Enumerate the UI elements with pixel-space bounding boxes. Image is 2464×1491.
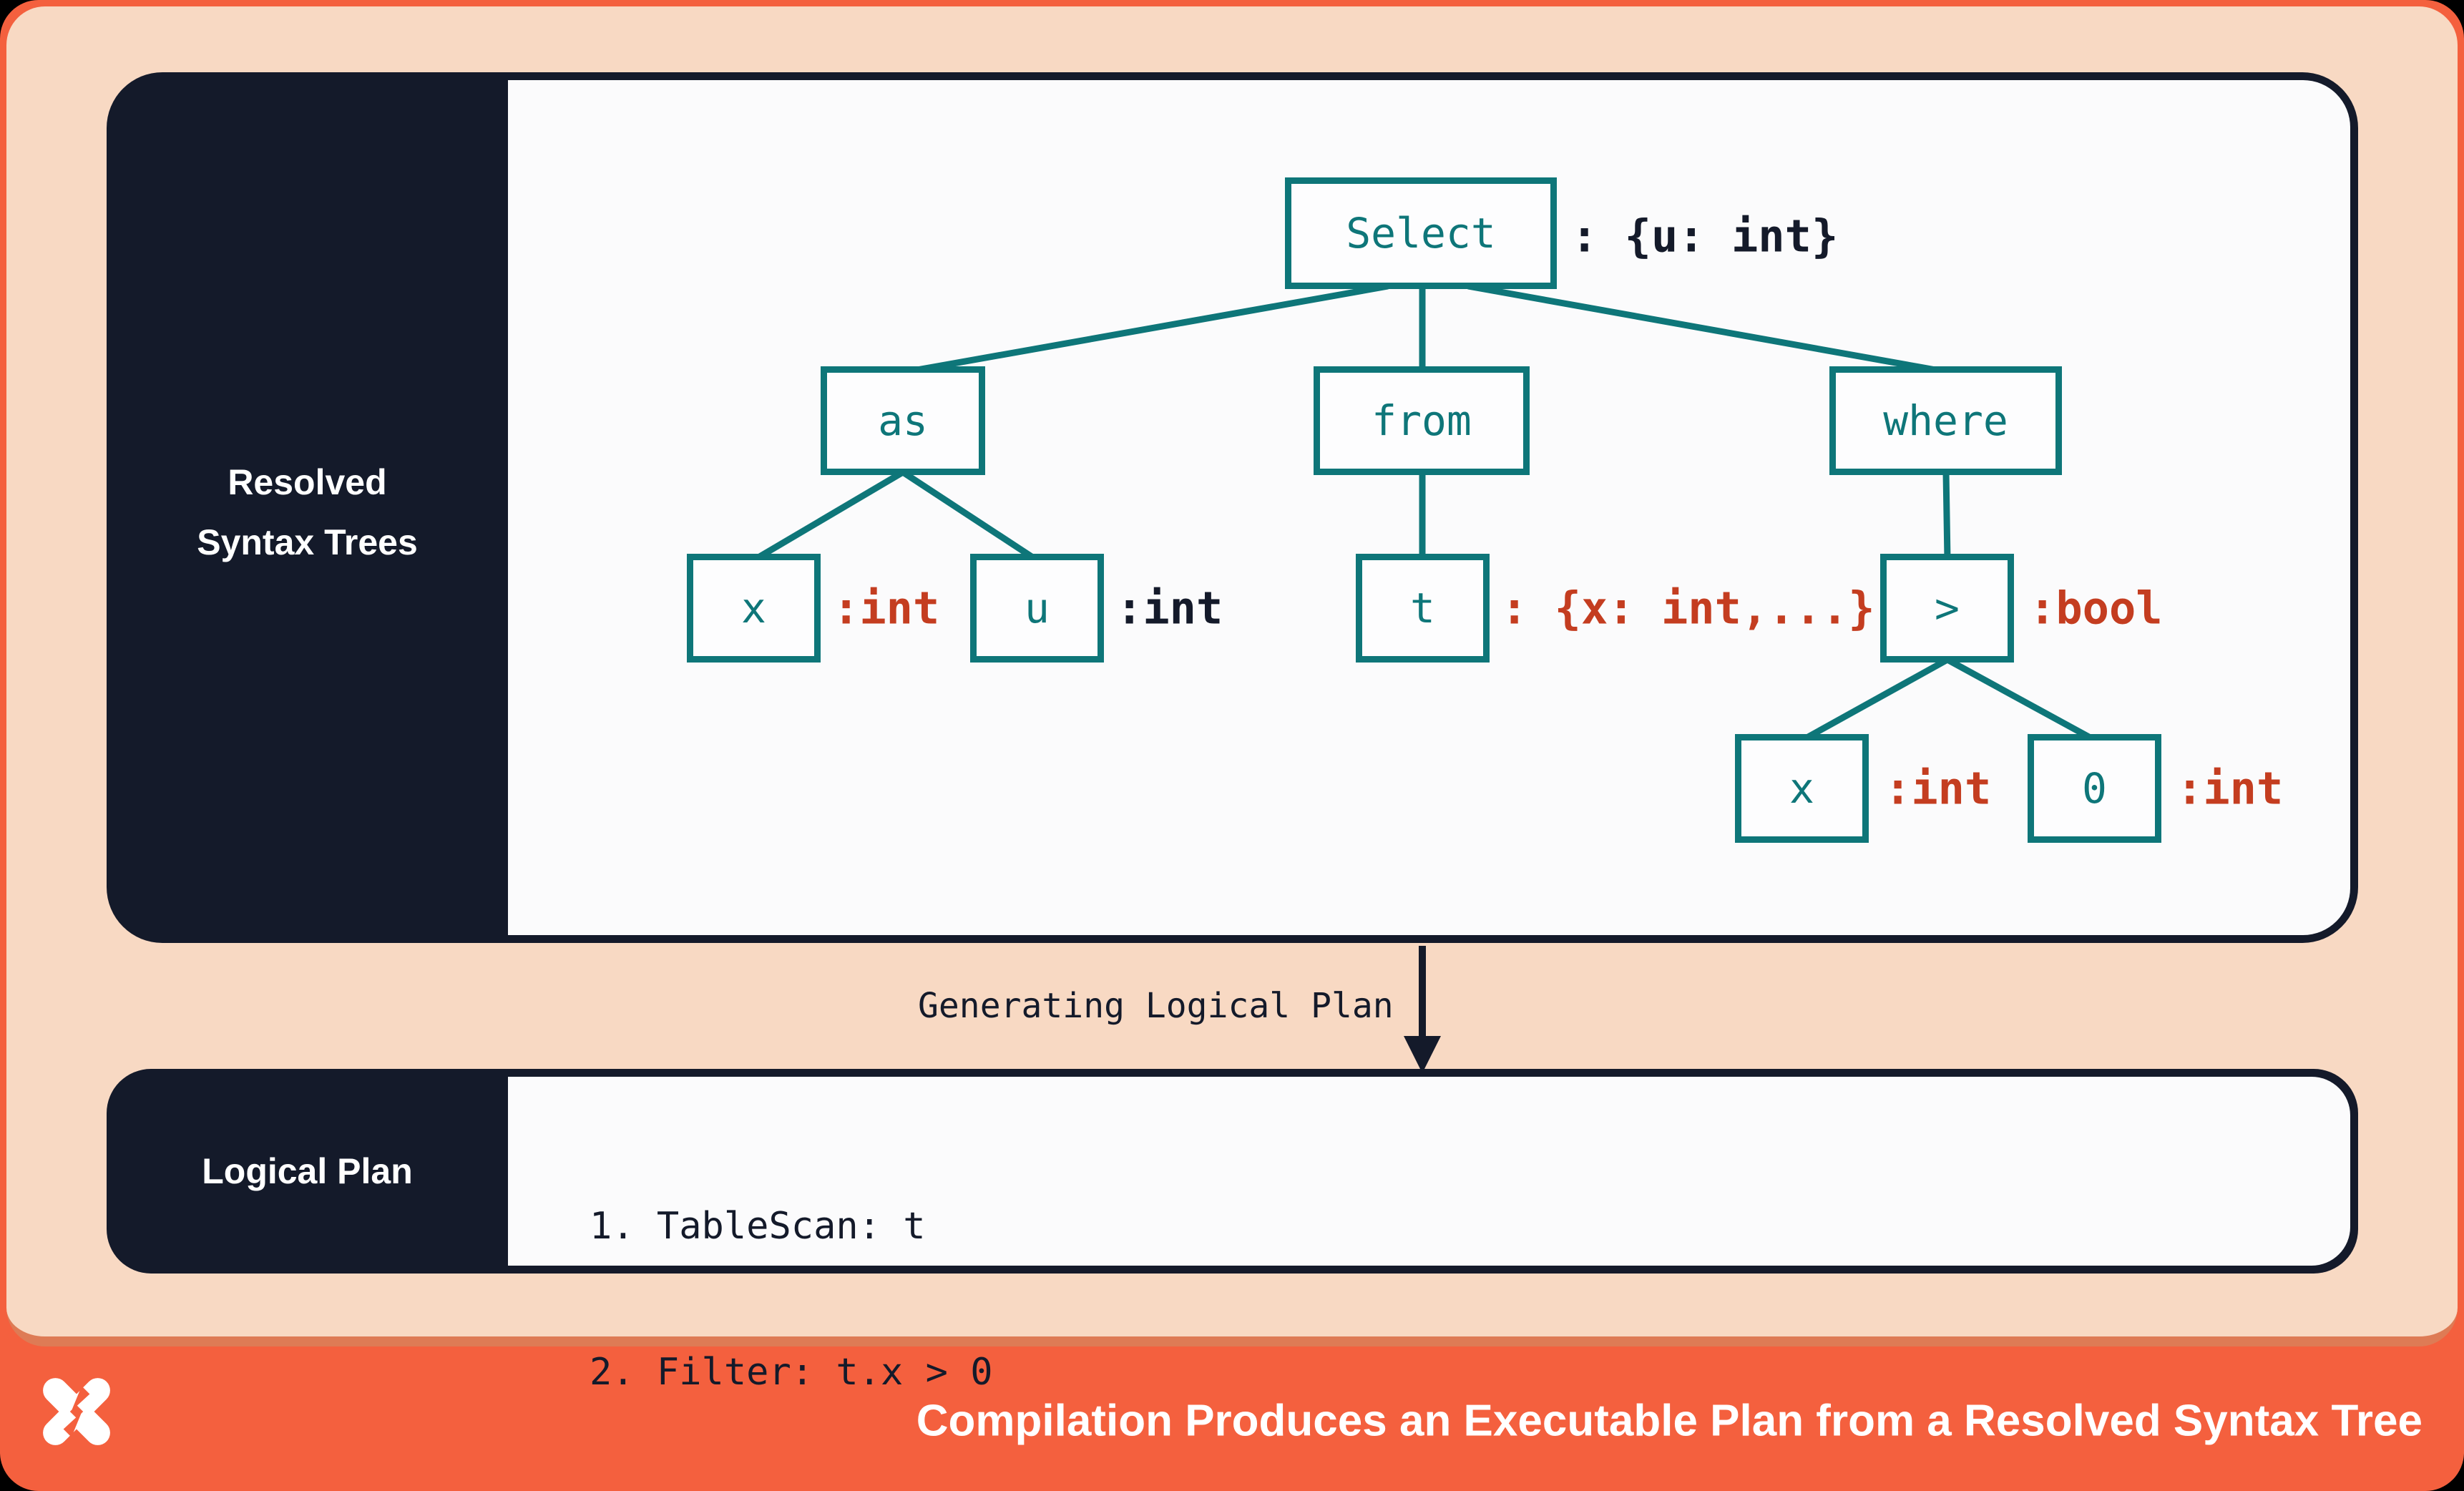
annotation-t-type: : {x: int,...}	[1501, 582, 1875, 635]
resolved-panel-label: Resolved Syntax Trees	[107, 452, 508, 572]
annotation-x-as-type: :int	[833, 582, 940, 635]
logical-plan-canvas	[508, 1077, 2350, 1266]
transition-label: Generating Logical Plan	[918, 986, 1394, 1026]
tree-node-gt-label: >	[1935, 584, 1960, 632]
tree-node-where-label: where	[1883, 396, 2008, 445]
plan-step-2: 2. Filter: t.x > 0	[590, 1351, 993, 1394]
annotation-zero-type: :int	[2176, 762, 2284, 815]
tree-node-x-where: x	[1735, 734, 1869, 843]
tree-node-select-label: Select	[1346, 209, 1496, 258]
tree-node-where: where	[1829, 366, 2062, 475]
tree-node-zero-label: 0	[2082, 764, 2107, 813]
tree-node-x-as: x	[687, 554, 821, 663]
annotation-x-where-type: :int	[1884, 762, 1992, 815]
logical-plan-steps: 1. TableScan: t 2. Filter: t.x > 0 3. Pr…	[590, 1105, 1105, 1491]
tree-node-t-label: t	[1410, 584, 1435, 632]
footer-title: Compilation Produces an Executable Plan …	[916, 1396, 2423, 1446]
tree-node-t: t	[1356, 554, 1490, 663]
tree-node-gt: >	[1880, 554, 2014, 663]
tree-node-u-label: u	[1025, 584, 1050, 632]
tree-node-x-where-label: x	[1789, 764, 1814, 813]
tree-node-x-as-label: x	[741, 584, 766, 632]
tree-node-as-label: as	[878, 396, 928, 445]
annotation-u-type: :int	[1116, 582, 1223, 635]
tree-node-select: Select	[1285, 177, 1557, 289]
tree-node-u: u	[970, 554, 1104, 663]
pinwheel-x-logo	[43, 1378, 110, 1445]
tree-node-from-label: from	[1372, 396, 1472, 445]
annotation-gt-type: :bool	[2029, 582, 2163, 635]
logical-plan-label: Logical Plan	[202, 1151, 413, 1191]
tree-node-from: from	[1314, 366, 1530, 475]
resolved-panel-label-line2: Syntax Trees	[197, 522, 418, 562]
tree-node-as: as	[821, 366, 985, 475]
plan-step-1: 1. TableScan: t	[590, 1205, 926, 1248]
tree-node-zero: 0	[2028, 734, 2161, 843]
resolved-panel-label-line1: Resolved	[228, 462, 387, 502]
annotation-select-type: : {u: int}	[1571, 210, 1839, 263]
